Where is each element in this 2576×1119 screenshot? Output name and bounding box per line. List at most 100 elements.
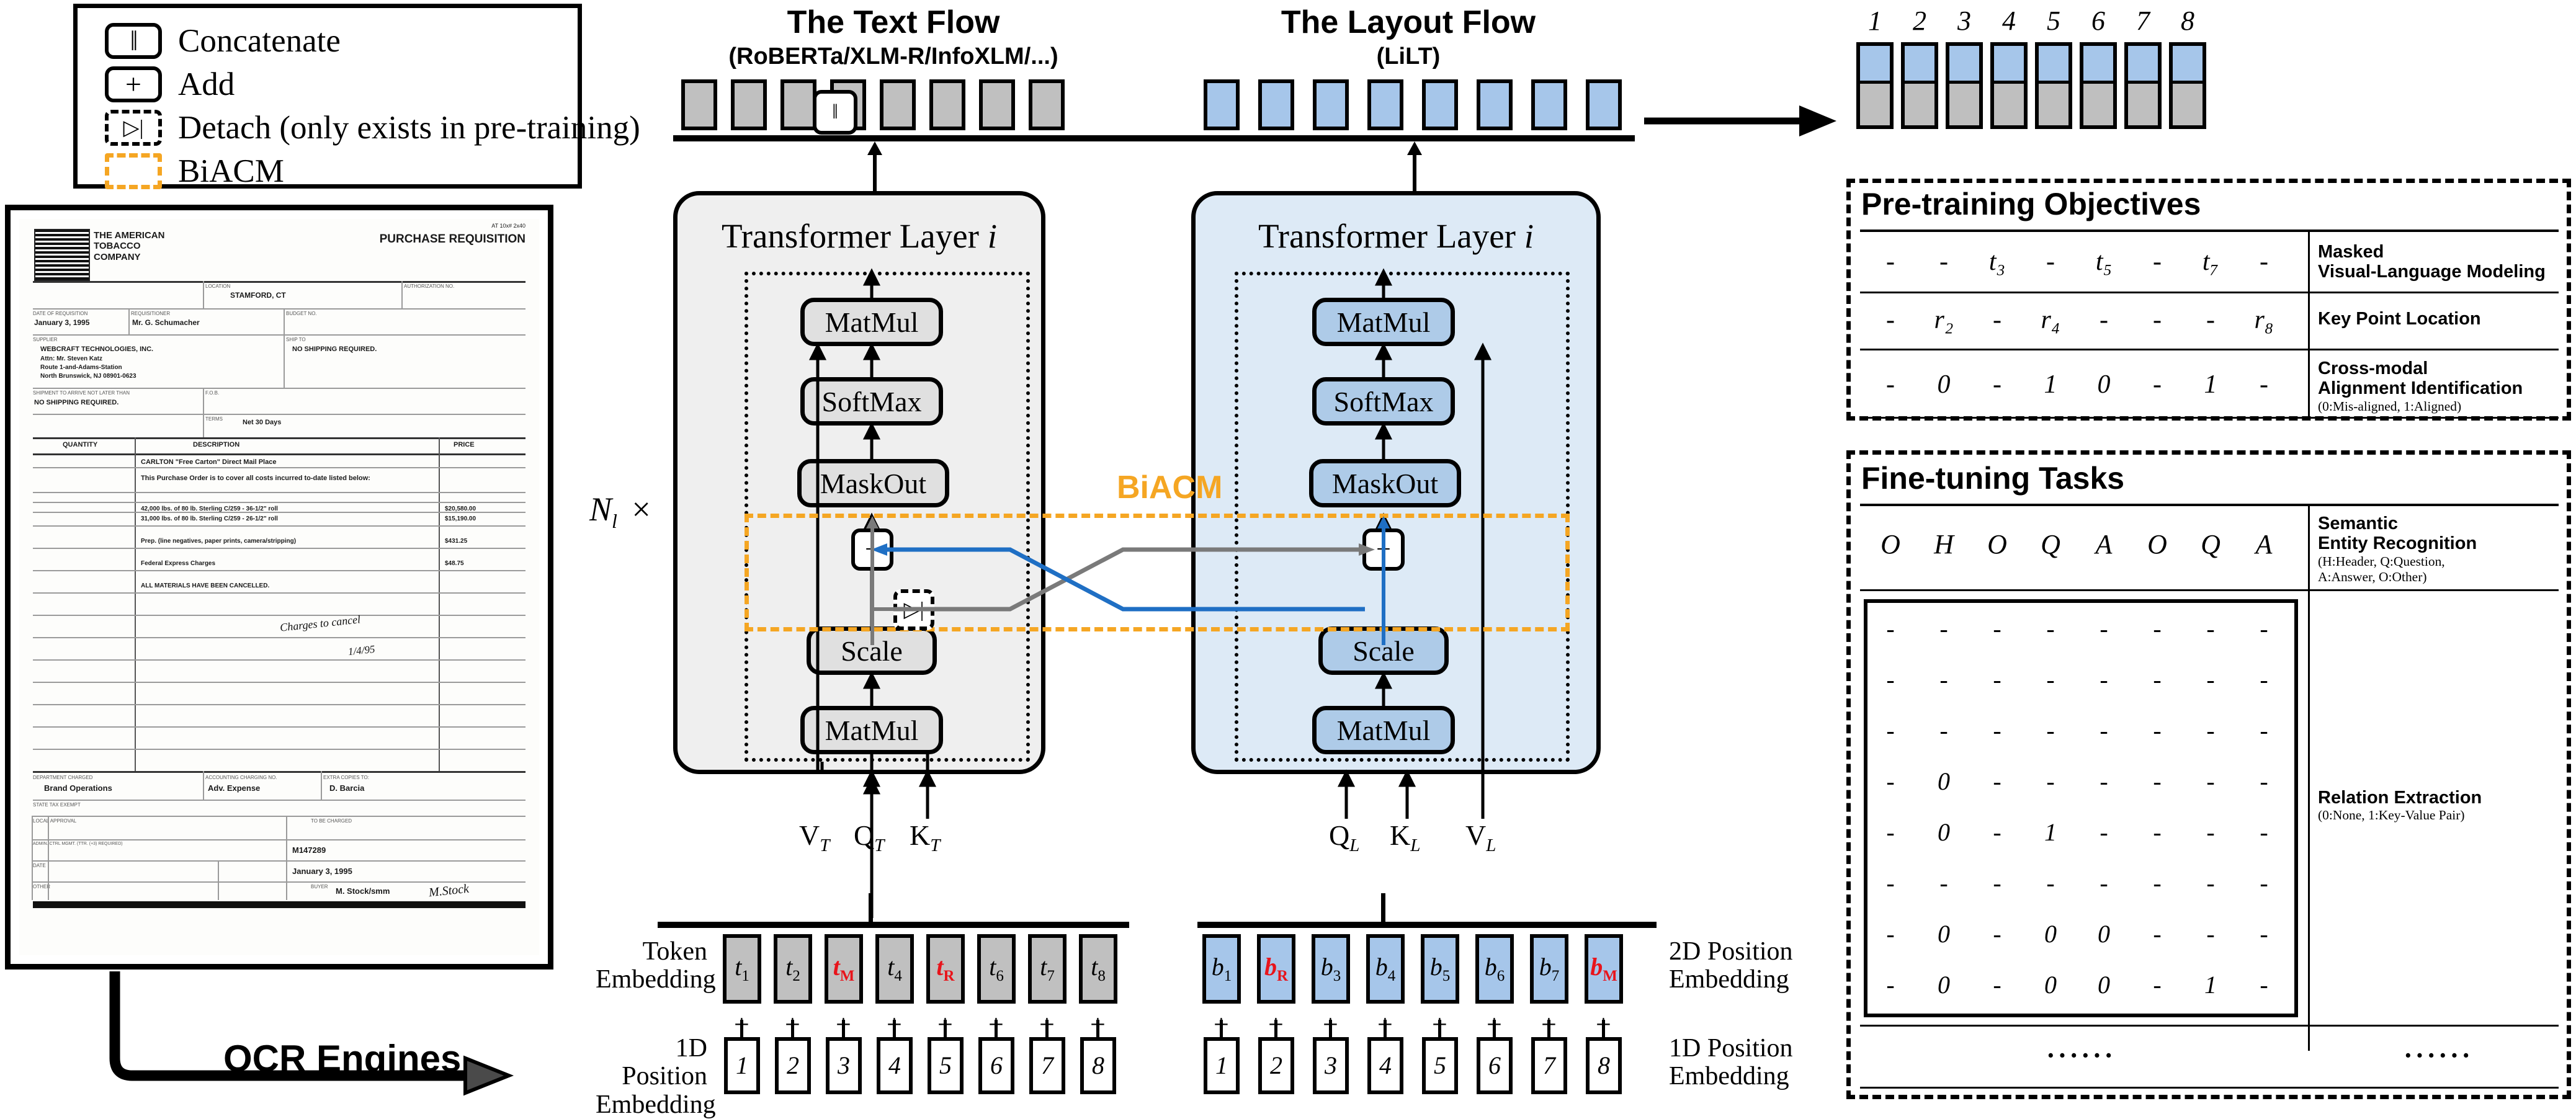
text-op-softmax: SoftMax [800,377,943,426]
text-token-chip-label: t4 [887,952,902,984]
output-bar-bottom [2083,81,2113,125]
pretraining-cell-cmai: - [2153,370,2162,399]
text-output-chip [929,79,965,130]
output-bar-top [1860,46,1890,81]
layout-position-chip: 6 [1477,1037,1513,1094]
doc-row-price-5: $48.75 [445,560,464,567]
position-tick [842,1020,845,1037]
re-cell: - [1993,869,2001,897]
doc-row-desc-2: 42,000 lbs. of 80 lb. Sterling C/259 - 3… [141,506,278,512]
doc-field-label-auth: AUTHORIZATION NO. [404,283,455,289]
layout-output-chip [1586,79,1622,130]
legend-item-detach: ▷| Detach (only exists in pre-training) [105,106,640,149]
doc-field-label-terms: TERMS [205,416,223,422]
layout-position-chip-label: 6 [1488,1051,1501,1079]
doc-footer-label-dept: DEPARTMENT CHARGED [33,775,93,780]
layout-position-chip-label: 3 [1325,1051,1337,1079]
re-cell: - [1886,767,1895,795]
re-cell: - [2206,818,2215,846]
text-position-chip: 5 [928,1037,964,1094]
doc-supplier-street: Route 1-and-Adams-Station [40,364,122,371]
doc-field-value-terms: Net 30 Days [243,419,282,426]
output-index-label: 3 [1957,6,1971,36]
layout-layer-title: Transformer Layer i [1258,217,1534,255]
doc-field-label-date: DATE OF REQUISITION [33,311,88,316]
doc-row-desc-3: 31,000 lbs. of 80 lb. Sterling C/259 - 2… [141,515,278,522]
re-cell: - [2206,615,2215,643]
ser-cell: A [2095,529,2113,560]
doc-footer-value-acct: Adv. Expense [208,783,261,793]
output-bar-bottom [2173,81,2203,125]
legend-label-concatenate: Concatenate [178,22,341,59]
re-cell: - [2260,971,2268,999]
doc-field-label-supplier: SUPPLIER [33,337,58,342]
doc-footer-label-admin: ADMIN. CTRL MGMT. (TTR. (+3) REQUIRED) [33,842,123,846]
doc-field-value-location: STAMFORD, CT [230,291,286,300]
pretraining-title: Pre-training Objectives [1861,187,2201,221]
layout-flow-subtitle: (LiLT) [1376,43,1441,69]
pretraining-task-kpl: Key Point Location [2318,309,2481,329]
text-token-chip: t7 [1028,934,1067,1004]
re-cell: - [1993,615,2001,643]
text-position-chip-label: 7 [1041,1051,1053,1079]
re-cell: - [1886,818,1895,846]
position-tick [1220,1020,1223,1037]
re-cell: - [2153,818,2162,846]
output-bar [2035,42,2072,129]
doc-field-label-arrive: SHIPMENT TO ARRIVE NOT LATER THAN [33,390,130,396]
layout-output-chip [1204,79,1240,130]
layout-position-chip: 2 [1258,1037,1294,1094]
re-cell: - [1939,666,1948,693]
text-flow-subtitle: (RoBERTa/XLM-R/InfoXLM/...) [728,43,1058,69]
doc-title: PURCHASE REQUISITION [379,233,525,246]
biacm-region [745,514,1570,631]
position-tick [1329,1020,1332,1037]
position-tick [893,1020,896,1037]
pretraining-cell-mvlm: t₃ [1988,247,2006,276]
doc-row-desc-6: ALL MATERIALS HAVE BEEN CANCELLED. [141,582,270,589]
pretraining-cell-mvlm: t₅ [2095,247,2113,276]
layout-token-chip-label: b3 [1320,952,1341,984]
layout-embedding-riser [1381,893,1385,923]
re-cell: - [2260,920,2268,948]
re-cell: 1 [2204,971,2217,999]
re-cell: - [1886,615,1895,643]
layout-position-chip-label: 1 [1215,1051,1228,1079]
layout-token-chip: bR [1257,934,1295,1004]
output-index-label: 6 [2091,6,2105,36]
layout-position-chip-label: 2 [1270,1051,1282,1079]
re-cell: - [2153,615,2162,643]
company-logo-icon [34,229,90,281]
pretraining-cell-kpl: r₈ [2254,306,2274,334]
re-cell: - [2046,716,2055,744]
output-bar-bottom [1905,81,1934,125]
legend-label-biacm: BiACM [178,153,284,189]
layout-embedding-bus [1197,922,1657,928]
pretraining-cell-cmai: 0 [1937,370,1951,399]
output-bar [1990,42,2028,129]
finetuning-title: Fine-tuning Tasks [1861,461,2125,496]
text-input-q: QT [854,819,885,856]
position-tick [740,1020,743,1037]
repeat-count-label: Nl × [589,491,651,532]
doc-row-desc-4: Prep. (line negatives, paper prints, cam… [141,538,297,545]
re-cell: - [2046,767,2055,795]
text-layer-output-arrow [867,141,882,192]
re-cell: - [2100,818,2108,846]
output-bar-top [2083,46,2113,81]
doc-field-value-date: January 3, 1995 [34,318,90,327]
layout-token-chip: b4 [1366,934,1405,1004]
re-cell: - [1939,869,1948,897]
text-output-chip [780,79,816,130]
pretraining-cell-kpl: - [2100,306,2108,334]
add-icon: + [105,66,162,102]
text-token-chip: t4 [875,934,914,1004]
biacm-swatch-icon [105,153,162,189]
ser-cell: O [1881,529,1900,560]
text-token-chip-label: t2 [785,952,800,984]
re-cell: - [2153,920,2162,948]
re-cell: - [2260,615,2268,643]
position-tick [944,1020,947,1037]
position-tick [1096,1020,1099,1037]
